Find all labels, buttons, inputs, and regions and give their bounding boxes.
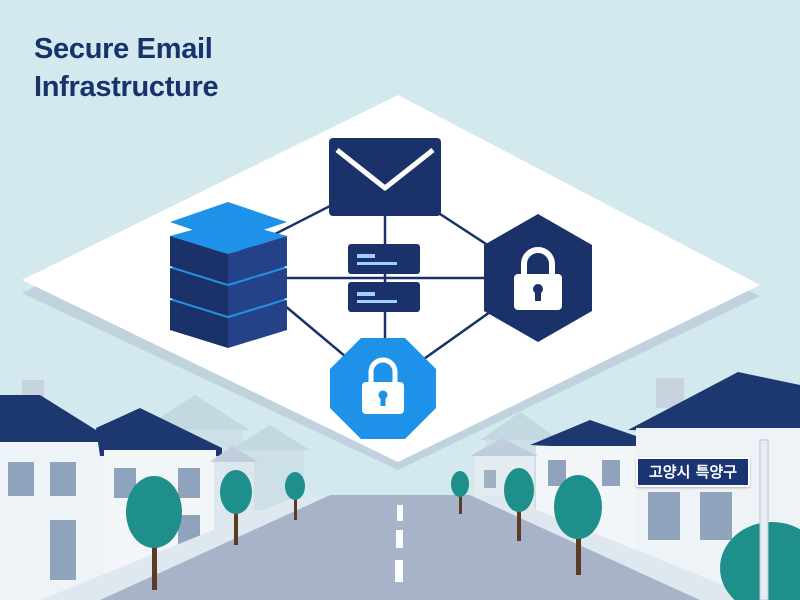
sign-pole [759, 439, 769, 600]
lock-hexagon-icon [484, 214, 592, 342]
houses-left [0, 380, 258, 600]
envelope-icon [329, 138, 441, 216]
database-stack-icon [170, 202, 287, 348]
street-sign: 고양시 특양구 [636, 457, 750, 487]
title-line-1: Secure Email [34, 33, 213, 65]
road [40, 495, 760, 600]
title-line-2: Infrastructure [34, 71, 219, 103]
server-icon [348, 244, 420, 312]
page-title: Secure Email Infrastructure [34, 30, 219, 106]
trees [126, 468, 800, 600]
lock-octagon-icon [330, 338, 436, 439]
